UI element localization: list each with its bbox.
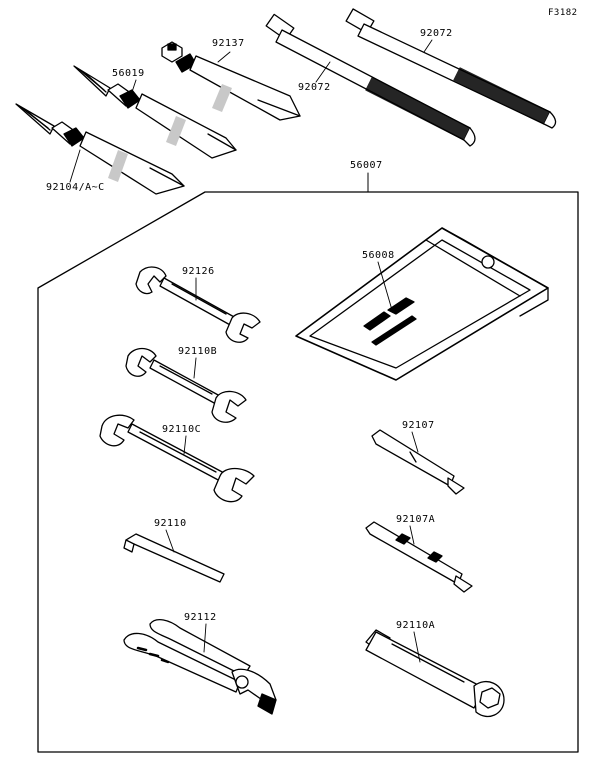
figure-number: F3182 bbox=[548, 8, 578, 18]
pliers-92112 bbox=[123, 618, 277, 715]
sealant-tube-92104 bbox=[15, 103, 185, 195]
label-92110c: 92110C bbox=[162, 424, 202, 435]
label-92107a: 92107A bbox=[396, 514, 436, 525]
band-right bbox=[345, 8, 557, 129]
label-56019: 56019 bbox=[112, 68, 145, 79]
label-92107: 92107 bbox=[402, 420, 435, 431]
label-92126: 92126 bbox=[182, 266, 215, 277]
label-92072-right: 92072 bbox=[420, 28, 453, 39]
sealant-tube-56019 bbox=[73, 65, 237, 159]
tool-pouch bbox=[295, 227, 549, 381]
label-92110: 92110 bbox=[154, 518, 187, 529]
wrench-92110c bbox=[99, 414, 255, 503]
label-92110a: 92110A bbox=[396, 620, 436, 631]
label-92110b: 92110B bbox=[178, 346, 218, 357]
label-92137: 92137 bbox=[212, 38, 245, 49]
leader-lines bbox=[69, 39, 433, 663]
plug-wrench-92110a bbox=[365, 629, 505, 717]
wrench-92110b bbox=[125, 347, 247, 423]
label-92112: 92112 bbox=[184, 612, 217, 623]
label-92072-left: 92072 bbox=[298, 82, 331, 93]
screwdriver-92107 bbox=[371, 429, 465, 495]
screwdriver-grip-92107a bbox=[365, 521, 473, 593]
label-56007: 56007 bbox=[350, 160, 383, 171]
tool-kit-outline bbox=[37, 172, 579, 753]
wrench-92126 bbox=[135, 266, 261, 343]
sealant-tube-92137 bbox=[161, 41, 301, 121]
hex-wrench-92110 bbox=[123, 533, 225, 583]
band-left bbox=[265, 13, 476, 147]
label-92104: 92104/A~C bbox=[46, 182, 105, 193]
label-56008: 56008 bbox=[362, 250, 395, 261]
